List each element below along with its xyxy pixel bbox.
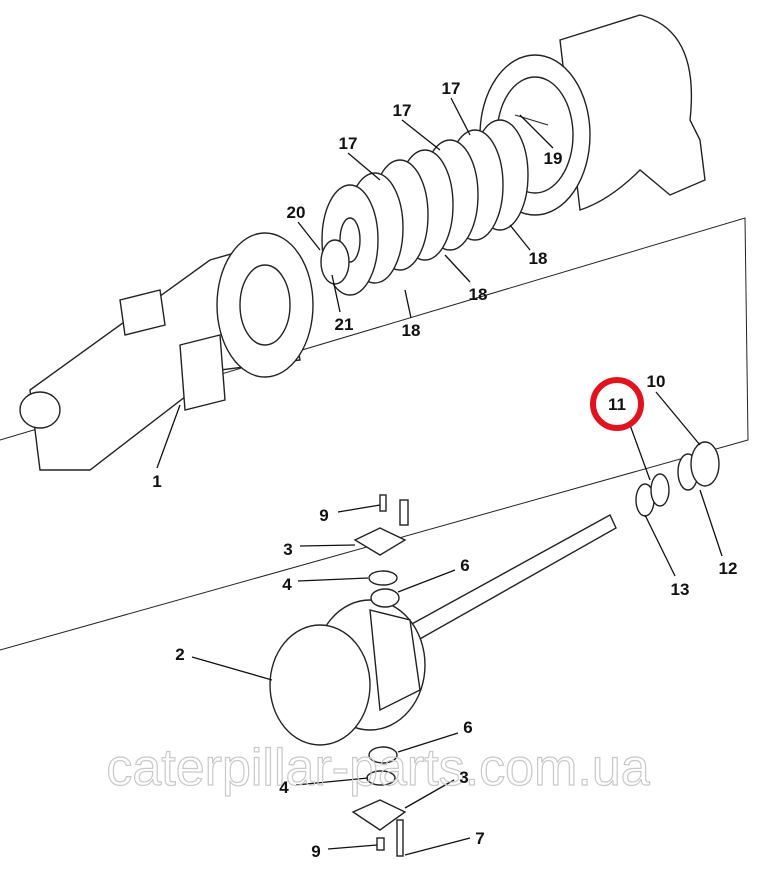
callout-4[interactable]: 4 — [279, 778, 289, 797]
callout-9[interactable]: 9 — [311, 842, 320, 861]
callout-20[interactable]: 20 — [287, 203, 306, 222]
king-pin-upper — [353, 494, 409, 608]
callout-18[interactable]: 18 — [469, 285, 488, 304]
callout-10[interactable]: 10 — [647, 372, 666, 391]
axle-shaft — [409, 441, 720, 641]
king-pin-lower — [351, 746, 407, 857]
callout-17[interactable]: 17 — [339, 134, 358, 153]
watermark-text: caterpillar-parts.com.ua — [106, 739, 649, 797]
callout-4[interactable]: 4 — [282, 575, 292, 594]
highlight-circle — [590, 377, 644, 431]
callout-2[interactable]: 2 — [175, 645, 184, 664]
callout-17[interactable]: 17 — [393, 101, 412, 120]
brake-discs — [321, 119, 529, 296]
callout-7[interactable]: 7 — [475, 829, 484, 848]
callout-18[interactable]: 18 — [402, 321, 421, 340]
callout-11-highlighted[interactable]: 11 — [608, 395, 626, 414]
callout-18[interactable]: 18 — [529, 249, 548, 268]
leader-lines — [156, 97, 723, 856]
callout-13[interactable]: 13 — [671, 580, 690, 599]
callout-6[interactable]: 6 — [460, 556, 469, 575]
callout-19[interactable]: 19 — [544, 149, 563, 168]
callout-1[interactable]: 1 — [152, 472, 161, 491]
callout-12[interactable]: 12 — [719, 559, 738, 578]
callout-17[interactable]: 17 — [442, 79, 461, 98]
callout-9[interactable]: 9 — [319, 506, 328, 525]
callout-3[interactable]: 3 — [283, 540, 292, 559]
callout-21[interactable]: 21 — [335, 315, 354, 334]
callout-3[interactable]: 3 — [459, 768, 468, 787]
callout-6[interactable]: 6 — [463, 718, 472, 737]
axle-housing — [19, 232, 350, 471]
wheel-hub — [269, 599, 426, 746]
